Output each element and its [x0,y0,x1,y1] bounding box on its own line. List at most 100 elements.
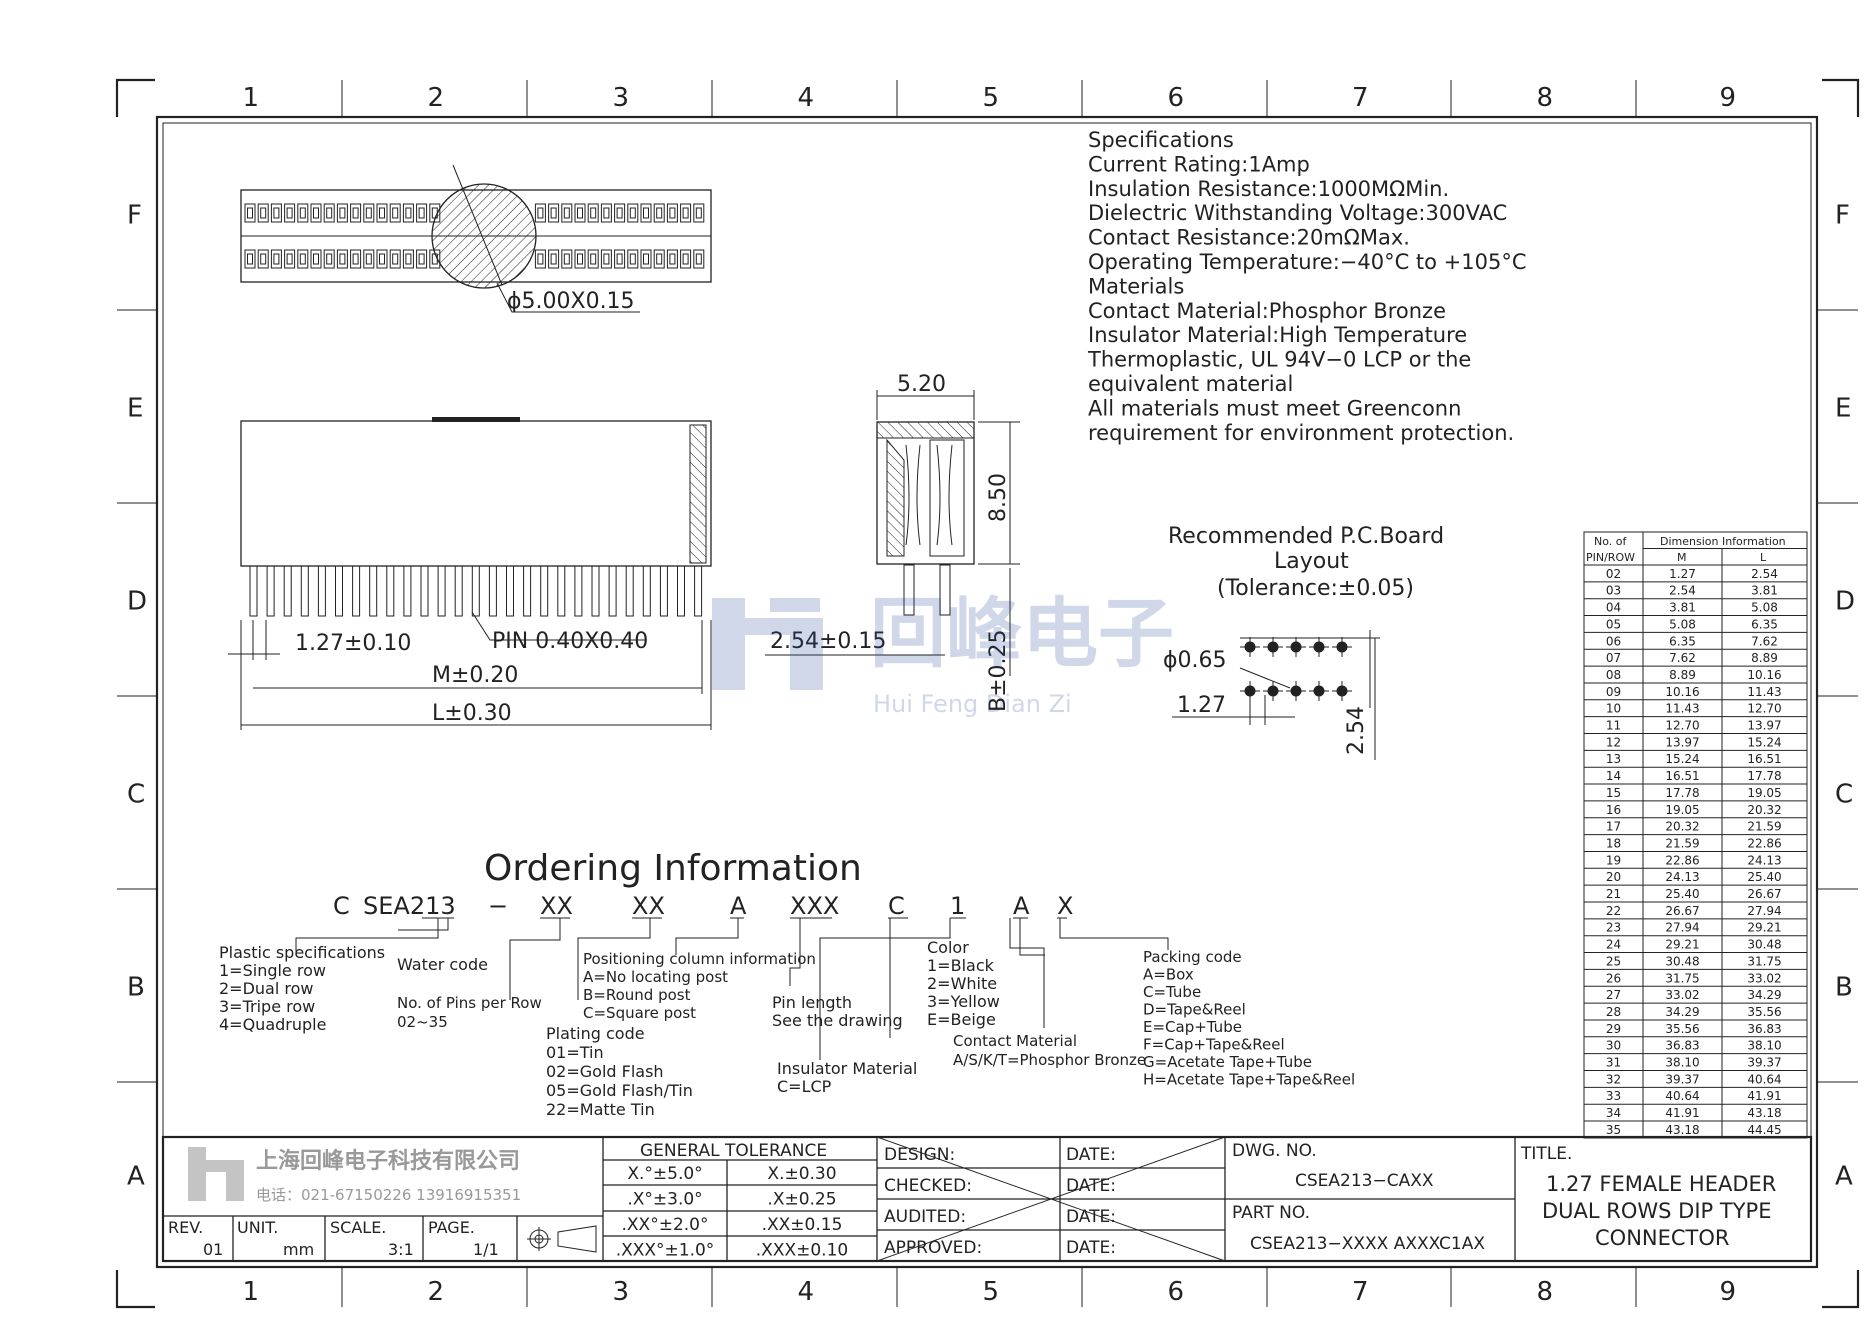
contact-cell [574,203,586,223]
zone-col-bottom: 5 [983,1277,1000,1307]
contact-cell [323,249,335,269]
plating-code-text: 05=Gold Flash/Tin [546,1081,693,1100]
table-cell-m: 33.02 [1665,988,1699,1002]
tolerance-linear: .X±0.25 [767,1190,836,1210]
pcb-hole-dim: ϕ0.65 [1163,648,1227,673]
watermark-en: Hui Feng Dian Zi [873,690,1072,718]
table-cell-pins: 32 [1606,1072,1621,1086]
table-cell-m: 5.08 [1669,617,1696,631]
pickup-pad-dim: ϕ5.00X0.15 [507,289,635,314]
zone-row-left: A [127,1162,145,1192]
sign-label: AUDITED: [884,1207,966,1227]
table-cell-pins: 04 [1606,601,1621,615]
spec-line: Thermoplastic, UL 94V−0 LCP or the [1087,348,1471,372]
contact-cell [561,203,573,223]
plating-code-text: Plating code [546,1024,645,1043]
tolerance-linear: .XXX±0.10 [756,1241,848,1261]
plastic-spec-text: 3=Tripe row [219,997,315,1016]
pcb-pitch-dim: 1.27 [1177,693,1226,718]
packing-code-text: G=Acetate Tape+Tube [1143,1053,1312,1071]
contact-cell [693,203,705,223]
contact-cell [587,203,599,223]
contact-cell [389,203,401,223]
plastic-spec-text: 2=Dual row [219,979,313,998]
title-line-2: DUAL ROWS DIP TYPE [1542,1199,1771,1223]
zone-col-top: 1 [243,83,260,113]
zone-row-left: C [127,780,145,810]
contact-cell [548,203,560,223]
positioning-text: Positioning column information [583,950,816,968]
table-cell-l: 44.45 [1747,1123,1781,1137]
contact-cell [244,249,256,269]
side-height-dim: 8.50 [986,473,1011,522]
color-code-text: Color [927,938,969,957]
water-code-text: Water code [397,955,488,974]
table-cell-m: 10.16 [1665,685,1699,699]
contact-cell [257,249,269,269]
order-code-segment: XX [540,892,573,920]
watermark-cn: 回峰电子 [870,589,1174,678]
zone-col-top: 3 [613,83,630,113]
zone-col-top: 7 [1352,83,1369,113]
contact-cell [534,249,546,269]
zone-col-top: 2 [428,83,445,113]
table-cell-pins: 12 [1606,735,1621,749]
date-label: DATE: [1066,1238,1116,1258]
spec-line: Dielectric Withstanding Voltage:300VAC [1088,201,1507,225]
spec-line: Contact Material:Phosphor Bronze [1088,299,1446,323]
color-code-text: E=Beige [927,1010,996,1029]
unit-value: mm [283,1240,314,1259]
table-cell-pins: 09 [1606,685,1621,699]
table-header-dimension: Dimension Information [1660,535,1786,548]
tolerance-angle: X.°±5.0° [627,1164,702,1184]
part-number: CSEA213−XXXX AXXXC1AX [1250,1234,1485,1254]
contact-cell [270,249,282,269]
spec-line: Insulation Resistance:1000MΩMin. [1088,177,1449,201]
contact-cell [310,249,322,269]
table-cell-m: 24.13 [1665,870,1699,884]
table-cell-pins: 25 [1606,954,1621,968]
table-cell-m: 34.29 [1665,1005,1699,1019]
pin [386,565,395,617]
table-cell-m: 39.37 [1665,1072,1699,1086]
sign-label: APPROVED: [884,1238,982,1258]
contact-cell [350,249,362,269]
packing-code-text: E=Cap+Tube [1143,1018,1242,1036]
pin [574,565,583,617]
side-view: 5.20 8.50 B±0.25 2.54±0.15 [765,372,1020,712]
table-cell-m: 38.10 [1665,1056,1699,1070]
table-cell-m: 22.86 [1665,853,1699,867]
pin [608,565,617,617]
table-cell-m: 16.51 [1665,769,1699,783]
zone-col-bottom: 9 [1720,1277,1737,1307]
table-header-pins: No. of [1594,535,1627,548]
contact-cell [389,249,401,269]
table-cell-l: 25.40 [1747,870,1781,884]
pcb-title: Recommended P.C.Board [1168,524,1444,549]
zone-row-left: D [127,587,147,617]
contact-cell [310,203,322,223]
contact-cell [376,249,388,269]
pin-dim: PIN 0.40X0.40 [492,629,648,654]
pcb-title-2: Layout [1274,549,1349,574]
pin [506,565,514,617]
spec-line: Current Rating:1Amp [1088,152,1310,176]
tolerance-linear: .XX±0.15 [762,1215,843,1235]
order-code-segment: XX [632,892,665,920]
table-cell-l: 12.70 [1747,702,1781,716]
contact-cell [561,249,573,269]
table-cell-pins: 08 [1606,668,1621,682]
table-cell-m: 1.27 [1669,567,1696,581]
packing-code-text: Packing code [1143,948,1242,966]
pcb-row-dim: 2.54 [1344,706,1369,755]
b-dim: B±0.25 [986,629,1011,712]
order-code-segment: XXX [790,892,839,920]
table-cell-l: 6.35 [1751,617,1778,631]
pins-per-row-text: No. of Pins per Row [397,994,542,1012]
zone-row-right: C [1835,780,1853,810]
contact-cell [323,203,335,223]
pin [420,565,429,617]
packing-code-text: C=Tube [1143,983,1201,1001]
table-cell-m: 3.81 [1669,601,1696,615]
table-cell-pins: 13 [1606,752,1621,766]
